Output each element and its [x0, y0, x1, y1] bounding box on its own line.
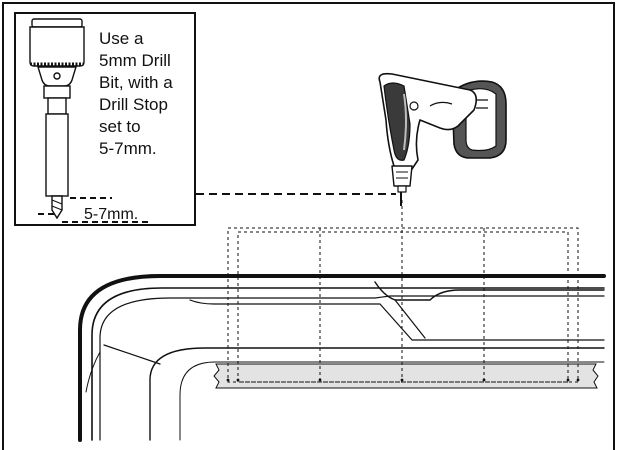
drill-grip — [383, 82, 411, 161]
surface-lower-edge — [149, 347, 605, 441]
surface-lower-edge-2 — [179, 361, 605, 441]
drill-chuck-icon — [29, 18, 85, 115]
instruction-text: Use a 5mm Drill Bit, with a Drill Stop s… — [99, 29, 177, 158]
instruction-line-2: 5mm Drill — [99, 51, 171, 70]
template-inner-rect — [237, 231, 569, 383]
surface-outer-edge — [78, 274, 606, 442]
surface-inner-edge — [99, 295, 605, 441]
drill-hole-marks — [226, 378, 580, 382]
instruction-line-3: Bit, with a — [99, 73, 173, 92]
template-outline — [227, 200, 579, 383]
cordless-drill-icon — [378, 72, 507, 206]
channel-inner-2 — [394, 299, 426, 339]
corner-detail-2 — [85, 351, 101, 393]
instruction-line-6: 5-7mm. — [99, 139, 157, 158]
drill-bit-icon — [45, 113, 69, 220]
surface-second-edge — [91, 287, 605, 441]
instruction-line-5: set to — [99, 117, 141, 136]
drill-chuck — [391, 165, 413, 187]
mounting-surface — [78, 274, 606, 442]
depth-measure-marks — [38, 197, 150, 223]
instruction-line-1: Use a — [99, 29, 144, 48]
depth-label: 5-7mm. — [84, 206, 138, 223]
template-outer-rect — [227, 227, 579, 383]
masking-tape-strip — [213, 363, 599, 389]
channel-inner — [189, 299, 605, 341]
corner-detail — [103, 344, 161, 365]
instruction-line-4: Drill Stop — [99, 95, 168, 114]
channel-top — [374, 281, 605, 301]
